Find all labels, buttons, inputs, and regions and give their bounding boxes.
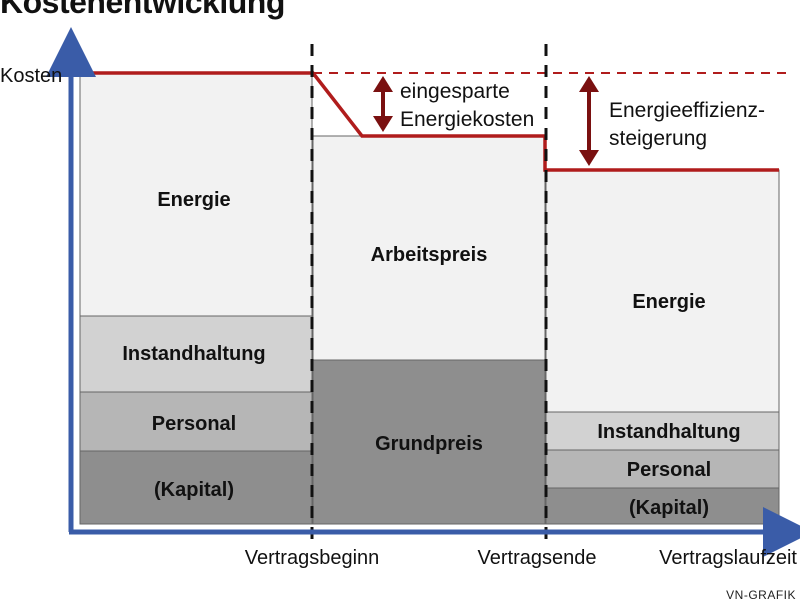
label-kapital-after: (Kapital) <box>629 497 709 519</box>
diagram-title: Kostenentwicklung <box>0 0 285 20</box>
label-kapital-before: (Kapital) <box>154 479 234 501</box>
segment-grundpreis <box>312 359 546 525</box>
label-personal-before: Personal <box>152 413 236 435</box>
annotation-efficiency-line1: Energieeffizienz- <box>609 99 765 122</box>
annotation-saved-line2: Energiekosten <box>400 108 534 131</box>
segment-personal-after <box>545 449 780 489</box>
graphic-credit: VN-GRAFIK <box>726 588 796 602</box>
label-personal-after: Personal <box>627 459 711 481</box>
marker-end-label: Vertragsende <box>478 547 597 569</box>
label-grundpreis: Grundpreis <box>375 433 483 455</box>
label-arbeitspreis: Arbeitspreis <box>371 244 488 266</box>
label-energie-before: Energie <box>157 189 230 211</box>
label-energie-after: Energie <box>632 291 705 313</box>
marker-start-label: Vertragsbeginn <box>245 547 380 569</box>
label-instandhaltung-before: Instandhaltung <box>122 343 265 365</box>
segment-instandhaltung-after <box>545 411 780 451</box>
phase-after-contract: Energie Instandhaltung Personal (Kapital… <box>545 169 780 525</box>
efficiency-arrow <box>579 76 599 166</box>
saved-energy-arrow <box>373 76 393 132</box>
x-axis-label: Vertragslaufzeit <box>659 547 797 569</box>
phase-contract: Arbeitspreis Grundpreis <box>312 135 546 525</box>
segment-personal-before <box>79 391 313 452</box>
segment-kapital-before <box>79 450 313 525</box>
phase-before-contract: Energie Instandhaltung Personal (Kapital… <box>79 72 313 525</box>
annotation-saved-line1: eingesparte <box>400 80 510 103</box>
cost-curve <box>80 71 779 172</box>
segment-energie-after <box>545 169 780 413</box>
segment-kapital-after <box>545 487 780 525</box>
label-instandhaltung-after: Instandhaltung <box>597 421 740 443</box>
annotation-efficiency-line2: steigerung <box>609 127 707 150</box>
y-axis-label: Kosten <box>0 65 62 87</box>
